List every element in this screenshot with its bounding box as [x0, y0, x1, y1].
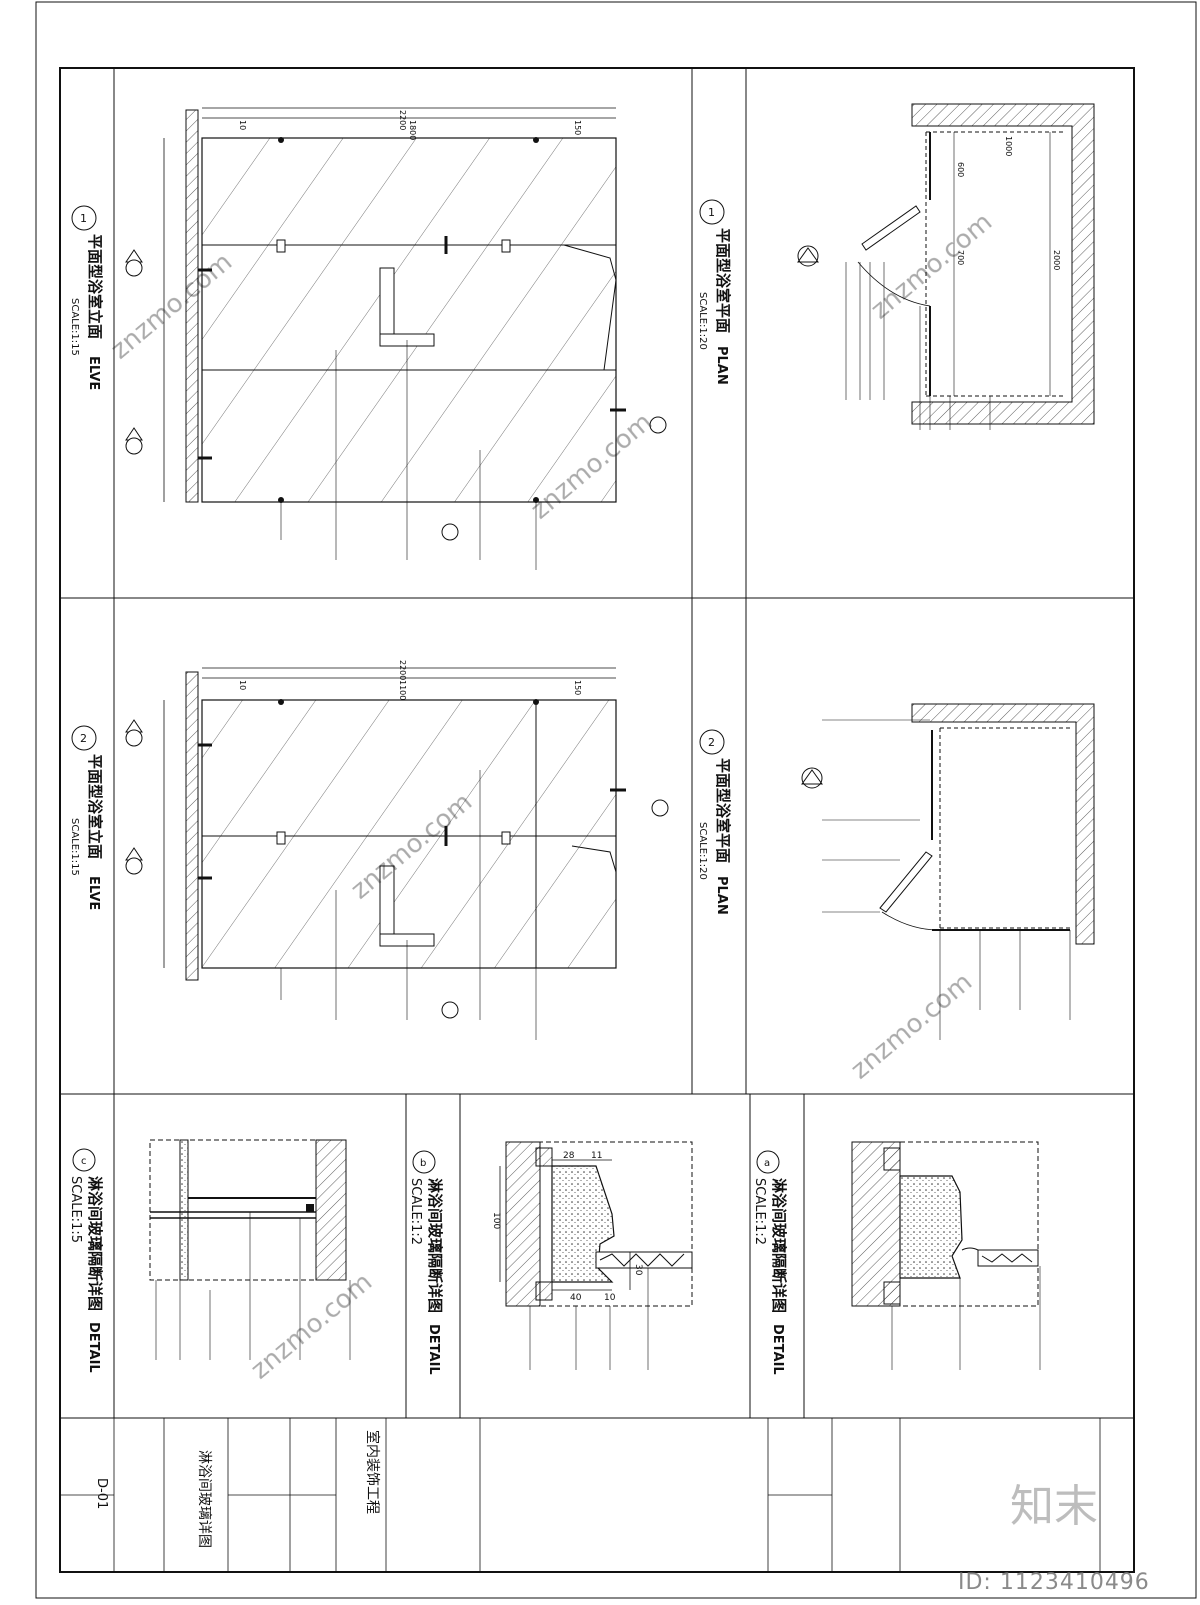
elevation-2-number: 2: [80, 732, 87, 745]
detail-b-dim-e: 40: [570, 1293, 582, 1303]
detail-a-title-text: 淋浴间玻璃隔断详图: [770, 1178, 788, 1313]
plan-1-door-leaf: [861, 205, 921, 251]
detail-b-wall: [505, 1141, 541, 1307]
detail-a-wall: [851, 1141, 901, 1307]
glass-panel: [201, 137, 617, 503]
detail-a-number-bubble: [756, 1150, 780, 1174]
wall-strip: [185, 109, 199, 503]
elevation-1-title: 1 平面型浴室立面 ELVE SCALE:1:15: [69, 205, 104, 390]
plan-2-wall: [911, 703, 1095, 945]
detail-b: 28 11 100 30 40 10: [491, 1141, 693, 1370]
watermark-site-6: znzmo.com: [245, 1267, 378, 1385]
elevation-1-scale: SCALE:1:15: [69, 298, 80, 356]
detail-c-scale: SCALE:1:5: [68, 1176, 83, 1243]
detail-b-dim-b: 11: [591, 1151, 602, 1161]
plan-2-scale: SCALE:1:20: [697, 822, 708, 880]
detail-b-dim-f: 10: [604, 1293, 616, 1303]
elevation-2-dim-c: 150: [573, 680, 582, 695]
plan-1-title: 1 平面型浴室平面 PLAN SCALE:1:20: [697, 199, 732, 385]
plan-1-dim-a: 1000: [1004, 136, 1013, 156]
detail-c: [149, 1139, 351, 1360]
detail-a-title-en: DETAIL: [770, 1324, 785, 1375]
elevation-1: 2200 10 1800 150: [125, 107, 667, 570]
watermark-site-5: znzmo.com: [845, 967, 978, 1085]
detail-b-scale: SCALE:1:2: [408, 1178, 423, 1245]
detail-b-title-en: DETAIL: [426, 1324, 441, 1375]
elevation-1-number-bubble: [71, 205, 97, 231]
drawing-frame: [59, 67, 1135, 1573]
door-swing-2: [571, 845, 617, 968]
elevation-2-dim-total: 2200: [398, 660, 407, 680]
elevation-2-title-text: 平面型浴室立面: [86, 754, 104, 859]
plan-1-dim-d: 2000: [1052, 250, 1061, 270]
elevation-1-dim-total: 2200: [398, 110, 407, 130]
detail-c-number: c: [81, 1156, 87, 1167]
plan-2-title-text: 平面型浴室平面: [714, 758, 732, 863]
plan-2: [801, 703, 1095, 1040]
watermark-logo: 知末: [1010, 1481, 1098, 1532]
elevation-1-dim-c: 150: [573, 120, 582, 135]
detail-c-number-bubble: [72, 1148, 96, 1172]
plan-2-number: 2: [708, 736, 715, 749]
detail-c-title: c 淋浴间玻璃隔断详图 DETAIL SCALE:1:5: [68, 1148, 104, 1373]
elevation-2-number-bubble: [71, 725, 97, 751]
plan-2-title: 2 平面型浴室平面 PLAN SCALE:1:20: [697, 729, 732, 915]
drawing-title: 淋浴间玻璃详图: [196, 1450, 213, 1548]
wall-strip-2: [185, 671, 199, 981]
elevation-1-dim-b: 1800: [408, 120, 417, 140]
project-name: 室内装饰工程: [364, 1430, 381, 1514]
detail-a-glass: [977, 1249, 1039, 1267]
door-swing: [563, 244, 617, 371]
detail-a-profile: [899, 1175, 963, 1279]
plan-1-dim-b: 600: [956, 162, 965, 177]
plan-1-title-en: PLAN: [714, 346, 729, 385]
plan-1-scale: SCALE:1:20: [697, 292, 708, 350]
plan-2-door-leaf: [879, 851, 933, 913]
drawing-number: D-01: [94, 1478, 109, 1509]
detail-c-wall: [315, 1139, 347, 1281]
detail-a: [851, 1141, 1041, 1370]
elevation-1-dim-a: 10: [238, 120, 247, 130]
detail-b-glass: [595, 1251, 693, 1269]
detail-c-title-en: DETAIL: [86, 1322, 101, 1373]
elevation-1-number: 1: [80, 212, 87, 225]
plan-2-number-bubble: [699, 729, 725, 755]
glass-panel-2: [201, 699, 617, 969]
plan-1-number: 1: [708, 206, 715, 219]
plan-1-dim-c: 700: [956, 250, 965, 265]
watermark-site-3: znzmo.com: [865, 207, 998, 325]
detail-b-dim-a: 28: [563, 1151, 575, 1161]
plan-1-wall: [911, 103, 1095, 425]
title-block: [60, 1418, 1101, 1572]
detail-c-glass: [179, 1139, 189, 1281]
plan-1-number-bubble: [699, 199, 725, 225]
plan-2-title-en: PLAN: [714, 876, 729, 915]
detail-b-title-text: 淋浴间玻璃隔断详图: [426, 1178, 444, 1313]
detail-b-dim-d: 30: [633, 1264, 643, 1276]
elevation-2: 2200 10 1100 150: [125, 660, 669, 1040]
detail-a-title: a 淋浴间玻璃隔断详图 DETAIL SCALE:1:2: [752, 1150, 788, 1375]
detail-a-number: a: [764, 1158, 770, 1169]
elevation-2-dim-a: 10: [238, 680, 247, 690]
plan-2-door-swing: [881, 911, 939, 931]
elevation-2-scale: SCALE:1:15: [69, 818, 80, 876]
plan-1-door-swing: [857, 261, 931, 307]
elevation-2-title-en: ELVE: [86, 876, 101, 910]
plan-1: 1000 600 700 2000: [797, 103, 1095, 430]
elevation-1-title-text: 平面型浴室立面: [86, 234, 104, 339]
detail-c-title-text: 淋浴间玻璃隔断详图: [86, 1176, 104, 1311]
outer-border: [35, 1, 1197, 1599]
elevation-1-title-en: ELVE: [86, 356, 101, 390]
detail-b-title: b 淋浴间玻璃隔断详图 DETAIL SCALE:1:2: [408, 1150, 444, 1375]
detail-b-number-bubble: [412, 1150, 436, 1174]
elevation-2-dim-b: 1100: [398, 680, 407, 700]
elevation-2-title: 2 平面型浴室立面 ELVE SCALE:1:15: [69, 725, 104, 910]
plan-1-title-text: 平面型浴室平面: [714, 228, 732, 333]
detail-b-number: b: [420, 1158, 426, 1169]
detail-a-scale: SCALE:1:2: [752, 1178, 767, 1245]
watermark-id: ID: 1123410496: [958, 1570, 1150, 1595]
detail-b-dim-c: 100: [491, 1212, 501, 1229]
